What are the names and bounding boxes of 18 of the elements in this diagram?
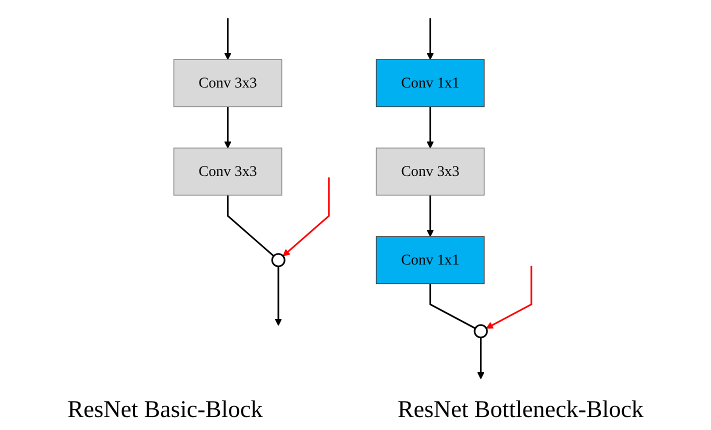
arrow [224,18,232,60]
sum-circle [474,324,488,338]
conv-layer-box: Conv 3x3 [173,148,282,196]
arrow [426,195,434,237]
arrow [426,106,434,148]
sum-circle [271,253,286,268]
skip-connection-arrow [486,266,532,329]
conv-layer-box: Conv 3x3 [376,148,485,196]
conv-layer-box: Conv 1x1 [376,236,485,284]
arrow [274,266,282,326]
diagram-caption: ResNet Basic-Block [67,397,263,424]
diagram-caption: ResNet Bottleneck-Block [398,397,644,424]
arrow [477,337,484,380]
conv-layer-box: Conv 1x1 [376,59,485,108]
arrow [224,106,232,148]
skip-connection-arrow [282,177,330,256]
conv-layer-box: Conv 3x3 [173,59,282,108]
arrow [426,18,434,60]
